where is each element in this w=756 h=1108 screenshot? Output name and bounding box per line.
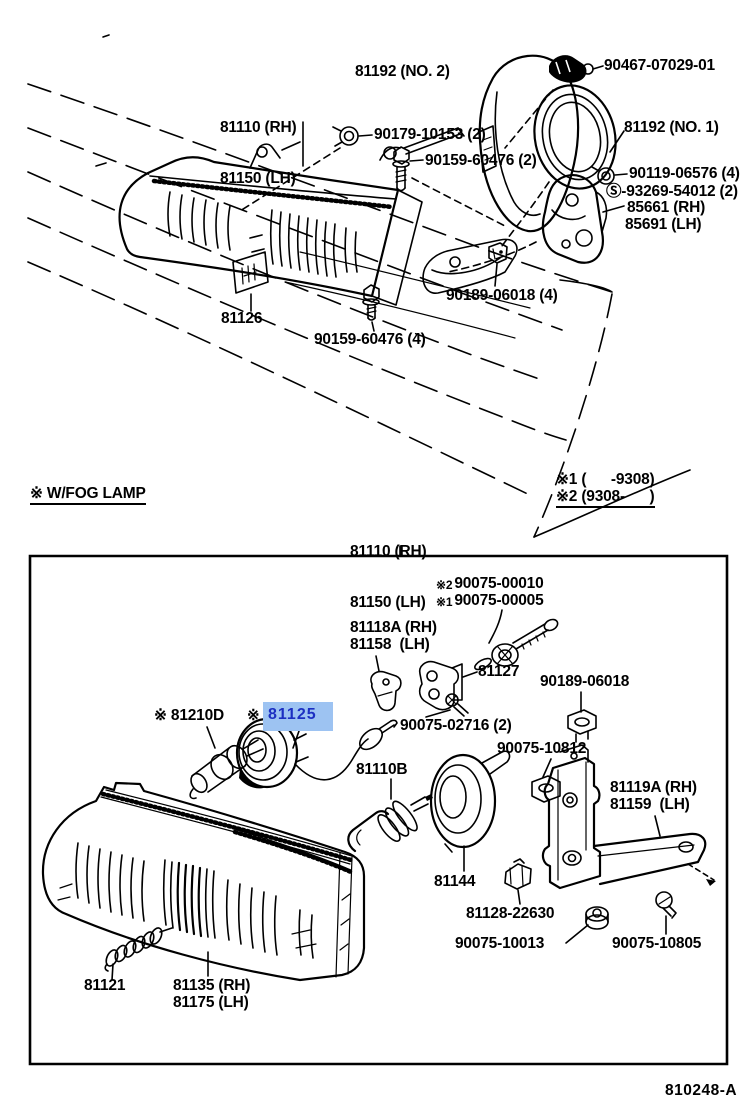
small-fasteners-box-drawing	[505, 759, 676, 943]
part-label-81118a-rh[interactable]: 81118A (RH)	[350, 619, 437, 636]
part-label-81128-22630[interactable]: 81128-22630	[466, 905, 555, 922]
part-label-90189-06018-4[interactable]: 90189-06018 (4)	[446, 287, 558, 304]
note-prefix: ※1	[436, 595, 453, 609]
note-with-fog-lamp: ※ W/FOG LAMP	[30, 485, 146, 505]
part-label-81210d[interactable]: ※ 81210D	[154, 707, 224, 724]
part-label-81144[interactable]: 81144	[434, 873, 476, 890]
part-number[interactable]: 81110 (RH)	[220, 119, 297, 136]
grommet-90467-drawing	[549, 55, 603, 83]
ring-81144-drawing	[431, 751, 509, 871]
part-number[interactable]: 90075-00010	[454, 575, 544, 592]
part-label-81110-81150-box[interactable]: 81110 (RH) 81150 (LH)	[350, 509, 427, 628]
part-label-90075-10013[interactable]: 90075-10013	[455, 935, 545, 952]
socket-81210d-drawing	[188, 727, 263, 798]
leader-lines-top	[240, 90, 553, 556]
aiming-screw-90075-drawing	[473, 610, 559, 672]
part-label-81121[interactable]: 81121	[84, 977, 126, 994]
part-label-81192-no1[interactable]: 81192 (NO. 1)	[624, 119, 719, 136]
part-label-81110b[interactable]: 81110B	[356, 761, 408, 778]
bracket-81119a-drawing	[543, 745, 716, 888]
part-label-90467-07029-01[interactable]: 90467-07029-01	[604, 57, 715, 74]
headlamp-assembly-top-drawing	[120, 128, 530, 338]
note-prefix: ※2	[436, 578, 453, 592]
part-label-90159-60476-2[interactable]: 90159-60476 (2)	[425, 152, 537, 169]
diagram-code: 810248-A	[665, 1082, 738, 1099]
part-label-81192-no2[interactable]: 81192 (NO. 2)	[355, 63, 450, 80]
bracket-85661-drawing	[543, 175, 624, 263]
part-label-90075-10805[interactable]: 90075-10805	[612, 935, 702, 952]
part-number[interactable]: 81110 (RH)	[350, 543, 427, 560]
part-label-90119-06576[interactable]: 90119-06576 (4)	[629, 165, 740, 182]
cover-81118a-drawing	[371, 656, 401, 710]
part-label-93269-54012[interactable]: Ⓢ-93269-54012 (2)	[606, 183, 738, 200]
part-number[interactable]: 81150 (LH)	[220, 170, 296, 187]
bracket-81127-drawing	[420, 662, 477, 717]
lens-81135-drawing	[43, 783, 364, 980]
part-number[interactable]: 90075-00005	[454, 592, 544, 609]
part-label-85691-lh[interactable]: 85691 (LH)	[625, 216, 702, 233]
part-label-81119a-rh[interactable]: 81119A (RH)	[610, 779, 697, 796]
spring-81121-drawing	[104, 926, 172, 980]
nut-90189-drawing	[568, 692, 596, 742]
part-label-85661-rh[interactable]: 85661 (RH)	[627, 199, 706, 216]
part-number[interactable]: 81150 (LH)	[350, 594, 426, 611]
part-label-90075-10812[interactable]: 90075-10812	[497, 740, 587, 757]
bulb-81110b-drawing	[348, 779, 433, 851]
part-label-81127[interactable]: 81127	[478, 663, 520, 680]
part-label-81158-lh[interactable]: 81158 (LH)	[350, 636, 430, 653]
fasteners-top-drawing	[233, 127, 627, 331]
part-label-81125-selected[interactable]: 81125	[268, 706, 317, 723]
part-label-90159-60476-4[interactable]: 90159-60476 (4)	[314, 331, 426, 348]
part-label-81126[interactable]: 81126	[221, 310, 263, 327]
part-label-81159-lh[interactable]: 81159 (LH)	[610, 796, 690, 813]
part-label-90075-02716[interactable]: 90075-02716 (2)	[400, 717, 512, 734]
part-label-90179-10153[interactable]: 90179-10153 (2)	[374, 126, 486, 143]
detail-box-border	[30, 556, 727, 1064]
note-star1: ※1 ( -9308)	[556, 471, 655, 488]
part-label-90189-06018[interactable]: 90189-06018	[540, 673, 630, 690]
note-star2: ※2 (9308- )	[556, 488, 655, 508]
cover-81192-2-drawing	[479, 56, 578, 231]
note-prefix-81125: ※	[247, 707, 260, 724]
part-label-81135-rh[interactable]: 81135 (RH)	[173, 977, 251, 994]
part-label-81175-lh[interactable]: 81175 (LH)	[173, 994, 249, 1011]
retainer-ring-81192-1-drawing	[525, 78, 625, 196]
part-label-81110-81150-top[interactable]: 81110 (RH) 81150 (LH)	[220, 85, 297, 204]
body-outline-curves	[28, 35, 690, 537]
highlight-81125	[263, 702, 333, 731]
